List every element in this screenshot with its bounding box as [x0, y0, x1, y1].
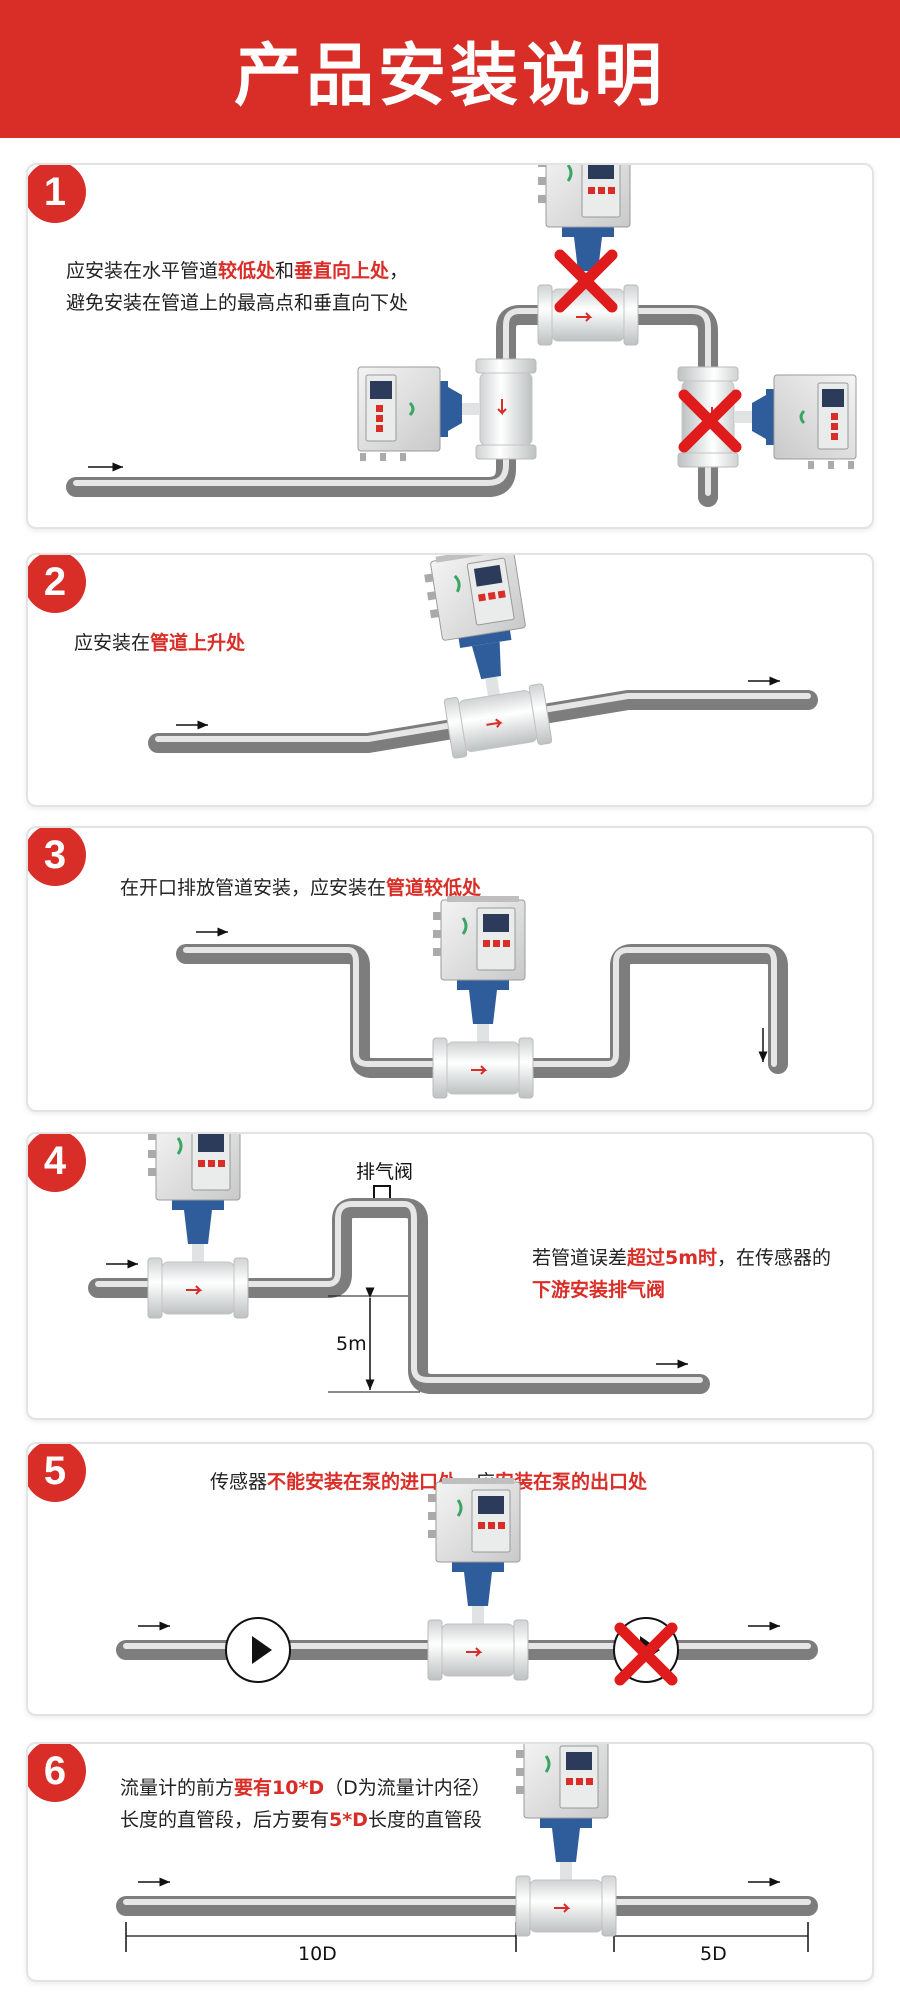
installation-diagram — [116, 1476, 818, 1716]
valve-label: 排气阀 — [356, 1161, 413, 1183]
installation-diagram: 排气阀 5m — [88, 1134, 710, 1394]
install-card-6: 6 流量计的前方要有10*D（D为流量计内径） 长度的直管段，后方要有5*D长度… — [26, 1742, 874, 1982]
installation-diagram — [148, 555, 818, 760]
instruction-text: 若管道误差超过5m时，在传感器的 下游安装排气阀 — [532, 1247, 832, 1301]
height-label: 5m — [336, 1333, 367, 1355]
install-card-4: 4 若管道误差超过5m时，在传感器的 下游安装排气阀 排气阀 5m — [26, 1132, 874, 1420]
step-number-badge: 3 — [28, 828, 86, 886]
flow-meter — [431, 894, 535, 1100]
step-number-badge: 4 — [28, 1134, 86, 1192]
install-card-2: 2 应安装在管道上升处 — [26, 553, 874, 807]
install-card-5: 5 传感器不能安装在泵的进口处，应安装在泵的出口处 — [26, 1442, 874, 1716]
installation-diagram — [176, 894, 788, 1100]
flow-meter — [146, 1134, 250, 1320]
upstream-length-label: 10D — [298, 1943, 337, 1965]
instruction-text: 流量计的前方要有10*D（D为流量计内径） 长度的直管段，后方要有5*D长度的直… — [120, 1777, 491, 1831]
pump-inlet-icon — [225, 1617, 291, 1683]
page-header-banner: 产品安装说明 — [0, 0, 900, 138]
step-number-badge: 6 — [28, 1744, 86, 1802]
install-card-3: 3 在开口排放管道安装，应安装在管道较低处 — [26, 826, 874, 1112]
flow-meter-left-riser — [356, 357, 538, 463]
flow-meter — [426, 1476, 530, 1682]
instruction-text: 应安装在管道上升处 — [74, 632, 246, 654]
page-title: 产品安装说明 — [233, 36, 666, 116]
step-number-badge: 5 — [28, 1444, 86, 1502]
installation-diagram: 10D 5D — [116, 1744, 818, 1965]
exhaust-valve-icon — [373, 1185, 391, 1198]
install-card-1: 1 应安装在水平管道较低处和垂直向上处， 避免安装在管道上的最高点和垂直向下处 — [26, 163, 874, 529]
instruction-text: 应安装在水平管道较低处和垂直向上处， 避免安装在管道上的最高点和垂直向下处 — [66, 260, 409, 314]
flow-meter-top — [536, 165, 640, 347]
installation-diagram — [66, 165, 858, 507]
step-number-badge: 2 — [28, 555, 86, 613]
downstream-length-label: 5D — [700, 1943, 727, 1965]
flow-meter — [514, 1744, 618, 1938]
step-number-badge: 1 — [28, 165, 86, 223]
instruction-text: 在开口排放管道安装，应安装在管道较低处 — [120, 877, 482, 899]
